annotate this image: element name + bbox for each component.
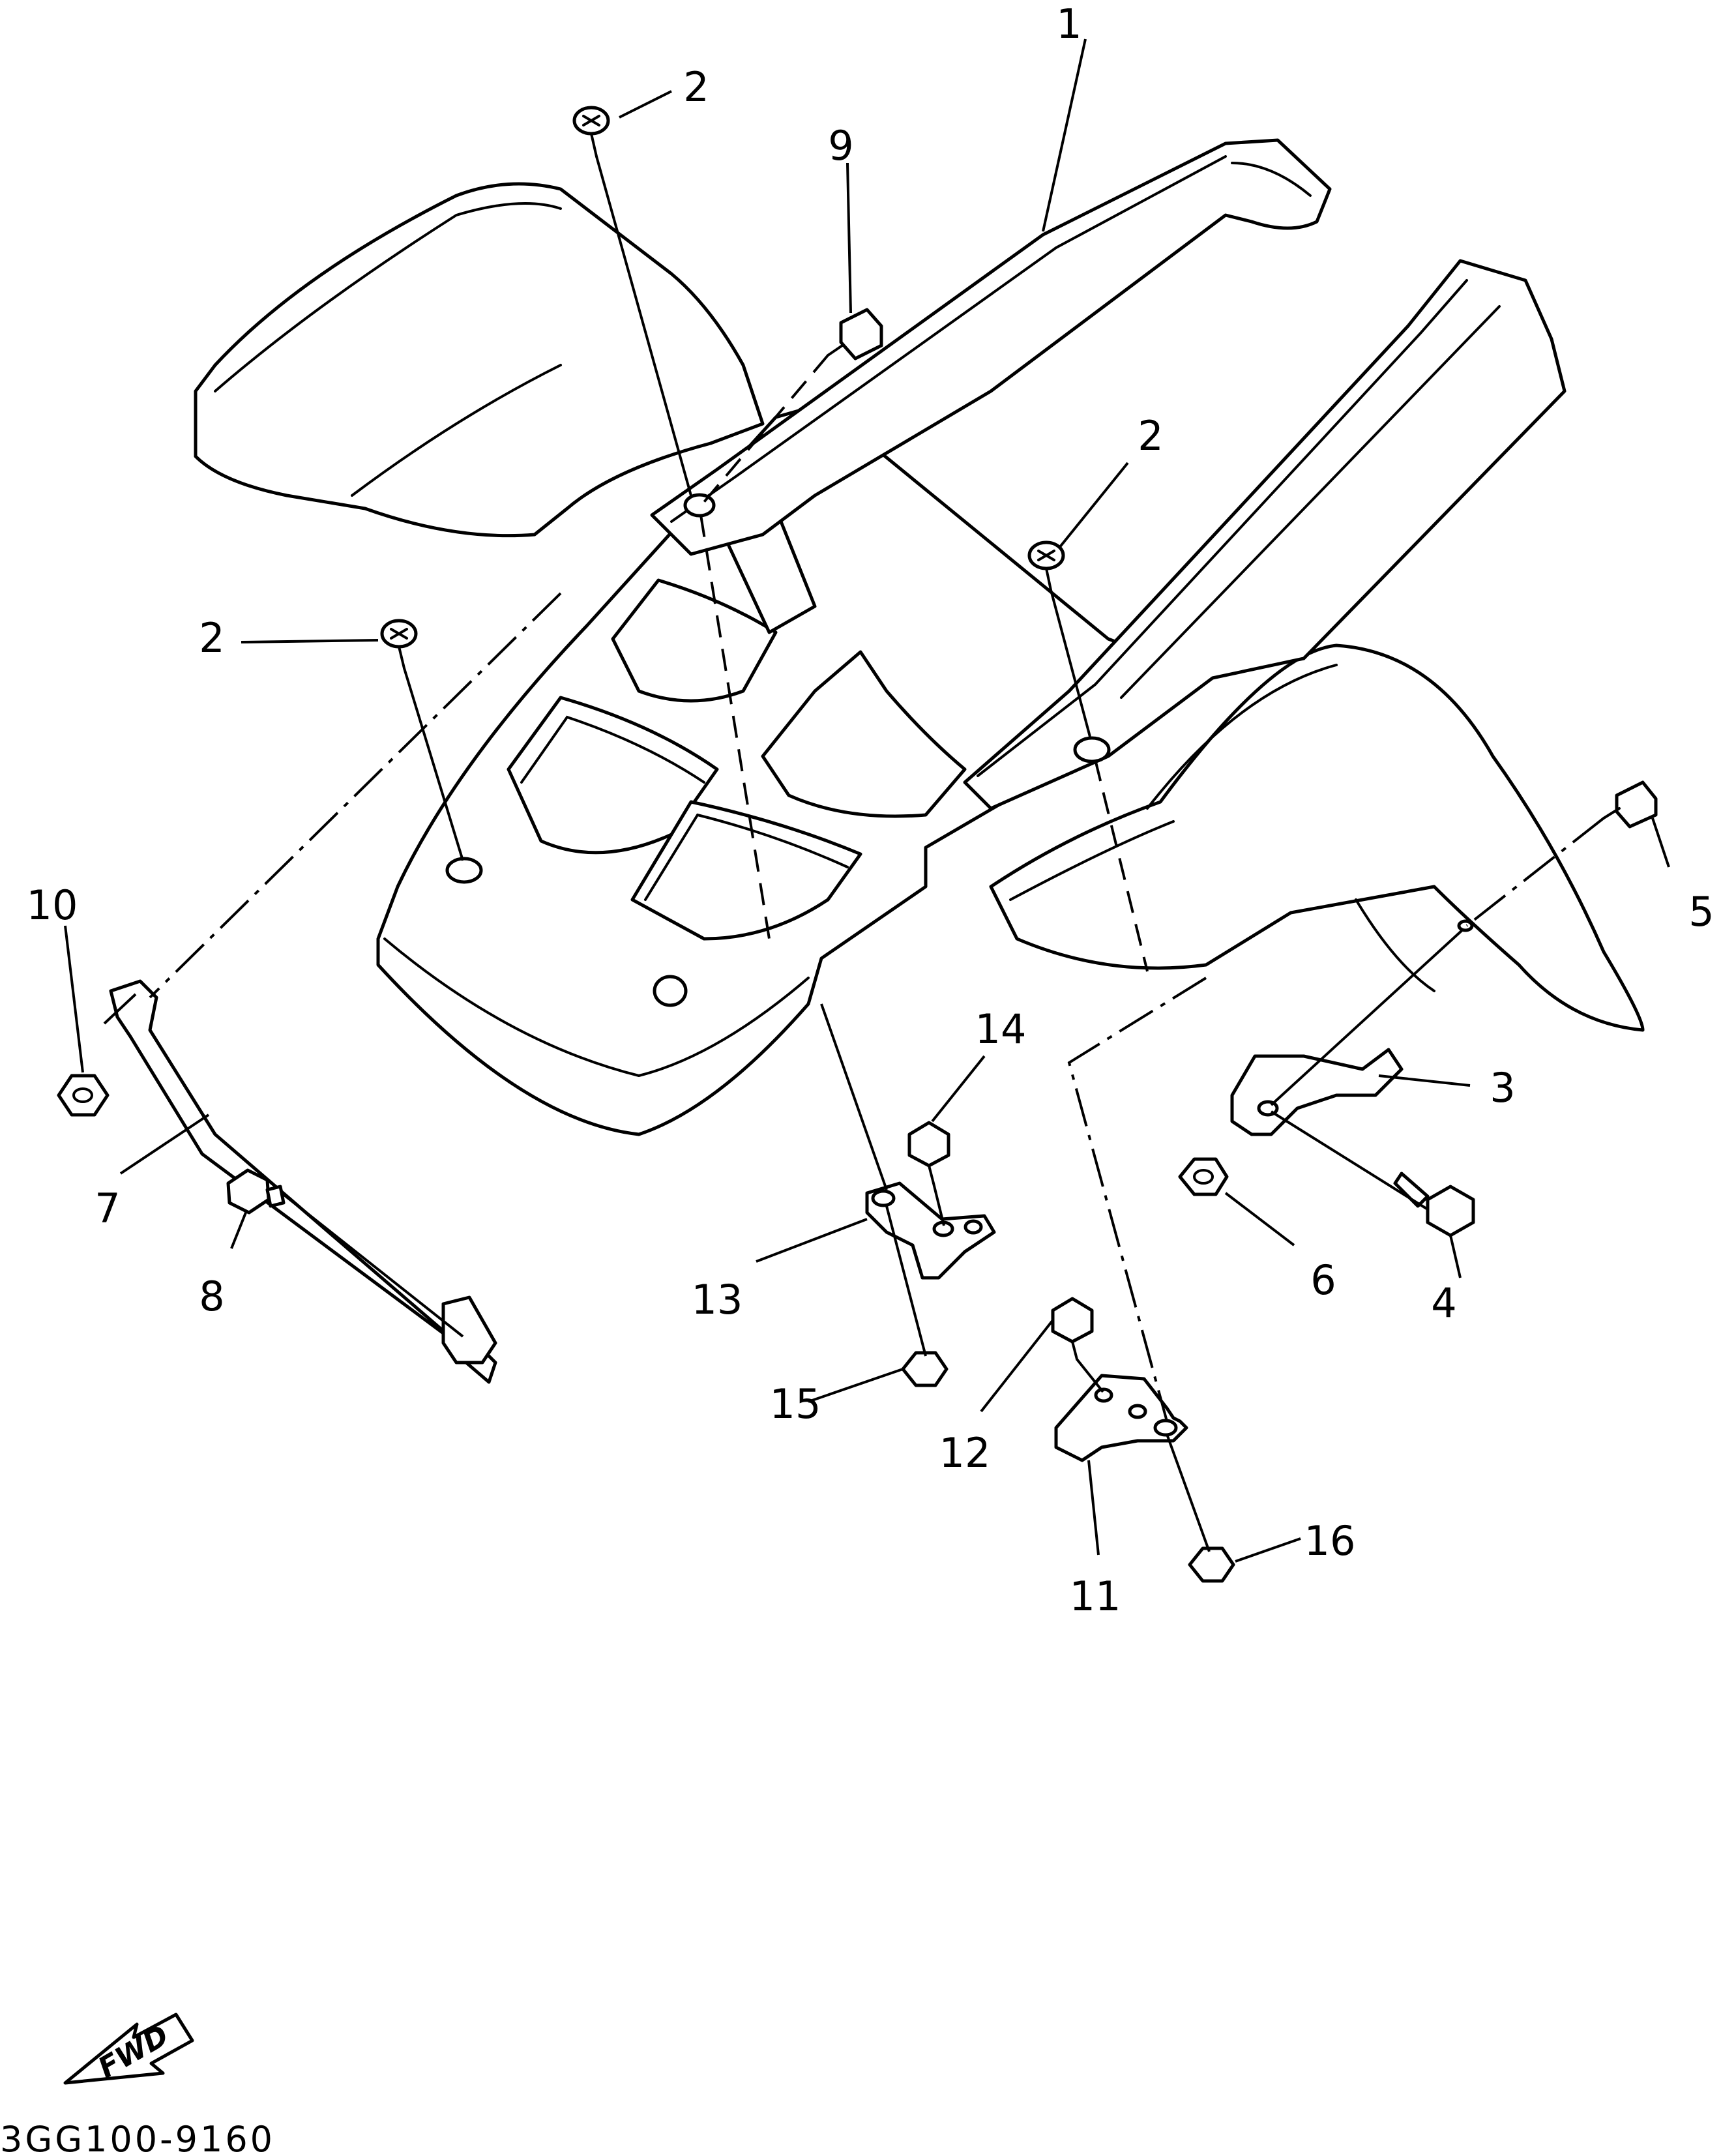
nut-15 [901,1351,949,1387]
callout-16: 16 [1304,1517,1356,1565]
bolt-14 [907,1121,950,1185]
nut-16 [1188,1546,1235,1583]
callout-7: 7 [95,1185,120,1232]
bolt-8 [226,1168,286,1215]
callout-1: 1 [1056,0,1081,48]
callout-4: 4 [1431,1279,1456,1327]
callout-15: 15 [770,1380,821,1428]
bracket-13 [865,1181,996,1280]
callout-2: 2 [683,63,709,111]
screw-2a [572,106,610,158]
bolt-12 [1051,1297,1094,1361]
diagram-code: 3GG100-9160 [0,2119,275,2154]
fwd-arrow: FWD [63,2013,194,2085]
stay-7 [109,979,497,1384]
bolt-5 [1602,780,1658,829]
callout-3: 3 [1490,1064,1515,1112]
screw-2b [1027,540,1065,591]
callout-labels: 1 2 2 2 2 3 4 5 6 7 8 9 10 11 12 13 14 1… [27,0,1714,1620]
nut-10 [57,1074,110,1117]
callout-2: 2 [1138,412,1163,460]
callout-9: 9 [828,122,853,170]
callout-13: 13 [692,1276,743,1323]
bolt-9 [827,308,883,361]
callout-8: 8 [199,1273,224,1320]
callout-10: 10 [27,881,78,929]
bolt-4 [1393,1172,1475,1237]
callout-leaders [64,38,1670,1563]
callout-2: 2 [199,614,224,662]
assembly-lines [103,156,1605,1552]
callout-5: 5 [1688,888,1714,936]
callout-6: 6 [1310,1256,1336,1304]
callout-14: 14 [975,1005,1027,1053]
rear-fender-body [194,138,1645,1136]
callout-11: 11 [1070,1572,1121,1620]
nut-6 [1178,1157,1229,1196]
screw-2c [380,619,418,670]
callout-12: 12 [939,1429,991,1477]
